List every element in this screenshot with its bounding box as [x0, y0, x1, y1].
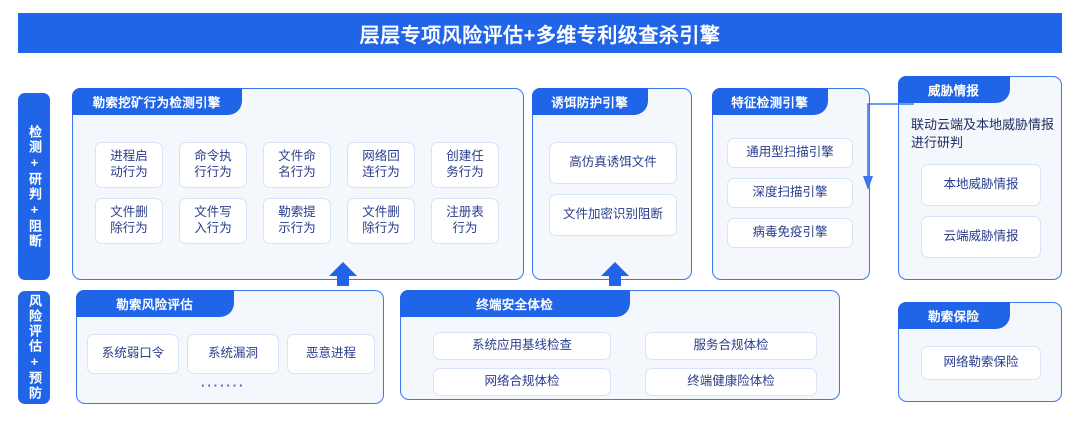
chip-checkup-3[interactable]: 网络合规体检: [433, 368, 611, 396]
chip-signature-1[interactable]: 通用型扫描引擎: [727, 138, 853, 168]
panel-header-threat-intel: 威胁情报: [897, 75, 1010, 103]
panel-title-signature-engine: 特征检测引擎: [731, 95, 809, 110]
risk-to-behavior-up-arrow: [329, 262, 357, 286]
chip-behavior-3[interactable]: 文件命 名行为: [263, 142, 331, 188]
chip-behavior-1[interactable]: 进程启 动行为: [95, 142, 163, 188]
chip-behavior-7[interactable]: 文件写 入行为: [179, 198, 247, 244]
panel-risk-assessment: 勒索风险评估 系统弱口令 系统漏洞 恶意进程 ·······: [75, 289, 384, 404]
panel-endpoint-checkup: 终端安全体检 系统应用基线检查 服务合规体检 网络合规体检 终端健康险体检: [399, 289, 840, 400]
chip-decoy-2[interactable]: 文件加密识别阻断: [549, 194, 677, 236]
chip-behavior-2[interactable]: 命令执 行行为: [179, 142, 247, 188]
panel-header-risk-assessment: 勒索风险评估: [75, 289, 234, 317]
panel-title-decoy-engine: 诱饵防护引擎: [551, 95, 629, 110]
panel-title-insurance: 勒索保险: [928, 309, 980, 324]
chip-behavior-9[interactable]: 文件删 除行为: [347, 198, 415, 244]
panel-body-endpoint-checkup: 系统应用基线检查 服务合规体检 网络合规体检 终端健康险体检: [401, 318, 839, 399]
panel-behavior-engine: 勒索挖矿行为检测引擎 进程启 动行为 命令执 行行为 文件命 名行为 网络回 连…: [71, 87, 524, 280]
chip-risk-3[interactable]: 恶意进程: [287, 334, 375, 374]
risk-assessment-ellipsis: ·······: [201, 378, 246, 393]
panel-insurance: 勒索保险 网络勒索保险: [897, 301, 1062, 402]
chip-risk-1[interactable]: 系统弱口令: [87, 334, 179, 374]
panel-title-threat-intel: 威胁情报: [928, 83, 980, 98]
chip-decoy-1[interactable]: 高仿真诱饵文件: [549, 142, 677, 184]
chip-risk-2[interactable]: 系统漏洞: [187, 334, 279, 374]
chip-checkup-4[interactable]: 终端健康险体检: [645, 368, 817, 396]
chip-threat-intel-1[interactable]: 本地威胁情报: [921, 164, 1041, 206]
panel-body-decoy-engine: 高仿真诱饵文件 文件加密识别阻断: [533, 116, 691, 279]
page-title: 层层专项风险评估+多维专利级查杀引擎: [359, 24, 721, 47]
chip-behavior-10[interactable]: 注册表 行为: [431, 198, 499, 244]
chip-threat-intel-2[interactable]: 云端威胁情报: [921, 216, 1041, 258]
panel-header-signature-engine: 特征检测引擎: [711, 87, 828, 115]
chip-behavior-6[interactable]: 文件删 除行为: [95, 198, 163, 244]
panel-header-behavior-engine: 勒索挖矿行为检测引擎: [71, 87, 242, 115]
chip-signature-3[interactable]: 病毒免疫引擎: [727, 218, 853, 248]
threat-intel-note: 联动云端及本地威胁情报进行研判: [911, 117, 1055, 150]
chip-insurance-1[interactable]: 网络勒索保险: [921, 346, 1041, 380]
panel-signature-engine: 特征检测引擎 通用型扫描引擎 深度扫描引擎 病毒免疫引擎: [711, 87, 870, 280]
panel-body-signature-engine: 通用型扫描引擎 深度扫描引擎 病毒免疫引擎: [713, 116, 869, 279]
side-label-risk: 风险评估+预防: [18, 291, 50, 404]
panel-title-behavior-engine: 勒索挖矿行为检测引擎: [92, 95, 221, 110]
chip-behavior-4[interactable]: 网络回 连行为: [347, 142, 415, 188]
checkup-to-decoy-up-arrow: [601, 262, 629, 286]
chip-checkup-1[interactable]: 系统应用基线检查: [433, 332, 611, 360]
page-banner: 层层专项风险评估+多维专利级查杀引擎: [18, 13, 1062, 53]
panel-header-endpoint-checkup: 终端安全体检: [399, 289, 630, 317]
panel-body-threat-intel: 联动云端及本地威胁情报进行研判 本地威胁情报 云端威胁情报: [899, 104, 1061, 279]
panel-body-insurance: 网络勒索保险: [899, 330, 1061, 401]
side-label-detection: 检测+研判+阻断: [18, 93, 50, 280]
panel-threat-intel: 威胁情报 联动云端及本地威胁情报进行研判 本地威胁情报 云端威胁情报: [897, 75, 1062, 280]
chip-behavior-5[interactable]: 创建任 务行为: [431, 142, 499, 188]
panel-header-insurance: 勒索保险: [897, 301, 1010, 329]
panel-decoy-engine: 诱饵防护引擎 高仿真诱饵文件 文件加密识别阻断: [531, 87, 692, 280]
panel-title-risk-assessment: 勒索风险评估: [116, 297, 194, 312]
chip-checkup-2[interactable]: 服务合规体检: [645, 332, 817, 360]
panel-header-decoy-engine: 诱饵防护引擎: [531, 87, 648, 115]
chip-signature-2[interactable]: 深度扫描引擎: [727, 178, 853, 208]
panel-title-endpoint-checkup: 终端安全体检: [476, 297, 554, 312]
threat-intel-to-signature-arrow: [863, 103, 914, 190]
panel-body-risk-assessment: 系统弱口令 系统漏洞 恶意进程 ·······: [77, 318, 383, 403]
panel-body-behavior-engine: 进程启 动行为 命令执 行行为 文件命 名行为 网络回 连行为 创建任 务行为 …: [73, 116, 523, 279]
chip-behavior-8[interactable]: 勒索提 示行为: [263, 198, 331, 244]
